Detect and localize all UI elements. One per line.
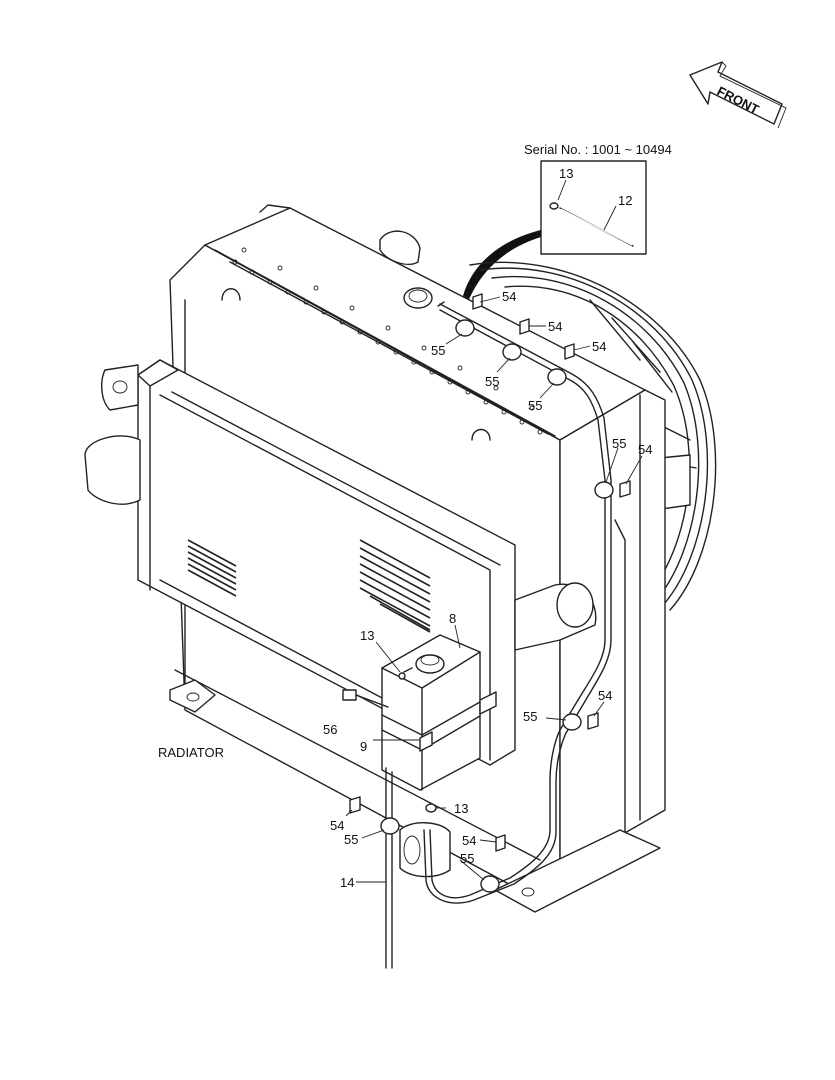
callout-54-e: 54 <box>598 688 612 703</box>
callout-56: 56 <box>323 722 337 737</box>
clamps-and-bolts <box>342 293 631 893</box>
reservoir-tank <box>381 634 497 791</box>
callout-55-c: 55 <box>528 398 542 413</box>
callout-13-inset: 13 <box>559 166 573 181</box>
detail-pointer <box>462 230 541 302</box>
serial-note: Serial No. : 1001 ~ 10494 <box>524 142 672 157</box>
callout-8: 8 <box>449 611 456 626</box>
callout-54-g: 54 <box>462 833 476 848</box>
callout-55-d: 55 <box>612 436 626 451</box>
callout-55-b: 55 <box>485 374 499 389</box>
callout-13-cap: 13 <box>360 628 374 643</box>
grill-right <box>359 539 431 633</box>
callout-9: 9 <box>360 739 367 754</box>
overflow-pipe <box>385 301 612 969</box>
front-arrow: FRONT <box>689 61 787 129</box>
callout-55-a: 55 <box>431 343 445 358</box>
inset-detail <box>540 160 647 255</box>
callout-54-d: 54 <box>638 442 652 457</box>
callout-54-c: 54 <box>592 339 606 354</box>
callout-54-f: 54 <box>330 818 344 833</box>
callout-55-g: 55 <box>460 851 474 866</box>
leader-lines <box>345 296 643 883</box>
callout-12: 12 <box>618 193 632 208</box>
assembly-label: RADIATOR <box>158 745 224 760</box>
callout-55-f: 55 <box>344 832 358 847</box>
callout-54-b: 54 <box>548 319 562 334</box>
callout-13-drain: 13 <box>454 801 468 816</box>
grill-left <box>187 539 237 597</box>
callout-labels: 13 12 54 55 54 55 54 55 55 54 54 55 13 8… <box>323 166 652 890</box>
callout-55-e: 55 <box>523 709 537 724</box>
callout-14: 14 <box>340 875 354 890</box>
callout-54-a: 54 <box>502 289 516 304</box>
